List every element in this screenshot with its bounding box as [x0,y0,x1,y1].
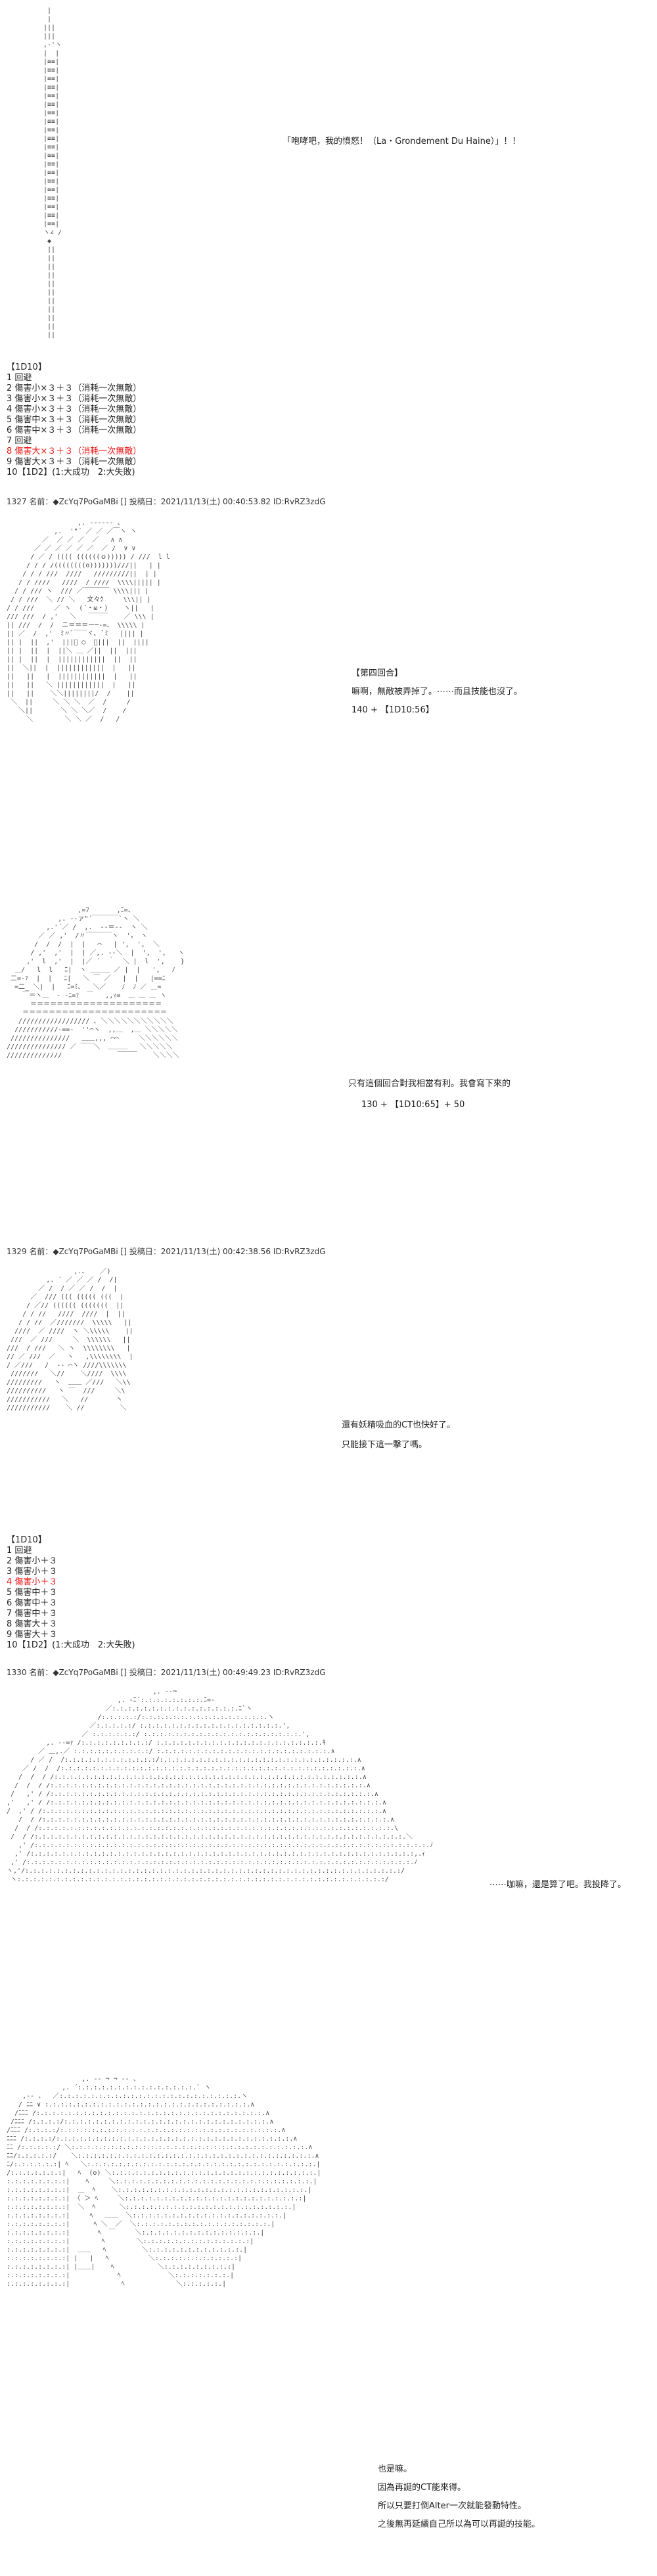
narration-line: 因為再誕的CT能來得。 [378,2483,466,2493]
turn-title: 【第四回合】 [351,668,403,678]
dice-row: 10【1D2】(1:大成功 2:大失敗) [7,1640,135,1650]
attack-shout-text: 「咆哮吧，我的憤怒！（La・Grondement Du Haine）」！！ [283,137,521,146]
dice-roll-result: 140 + 【1D10:56】 [351,705,434,715]
narration-line: 只有這個回合對我相當有利。我會寫下來的 [348,1079,511,1089]
ascii-art-figure-1: | | ||| ||| ,‐'ヽ | | |≡≡| |≡≡| |≡≡| |≡≡|… [43,7,62,339]
post-header-1327: 1327 名前：◆ZcYq7PoGaMBi [] 投稿日：2021/11/13(… [7,497,326,506]
dice-row: 7 傷害中＋３ [7,1609,58,1619]
dice-row: 1 回避 [7,1546,32,1556]
dice-row-highlight: 8 傷害大×３＋３（消耗一次無敵） [7,447,142,456]
narration-line: 所以只要打倒Alter一次就能發動特性。 [378,2501,526,2511]
ascii-art-character-2: ,. --‐‐‐- 、 ,. '"´ ／ ／ ／￣ヽ ヽ ／ ／ ／ ／ ／ ∧… [7,519,170,723]
dice-row: 6 傷害中×３＋３（消耗一次無敵） [7,426,142,435]
dice-row: 5 傷害中×３＋３（消耗一次無敵） [7,415,142,425]
dice-row: 4 傷害小×３＋３（消耗一次無敵） [7,404,142,414]
dice-row: 2 傷害小＋３ [7,1556,58,1566]
dice-row: 【1D10】 [7,1535,47,1545]
narration-line: ⋯⋯咖嘛，還是算了吧。我投降了。 [489,1880,627,1890]
dice-row: 10【1D2】(1:大成功 2:大失敗) [7,468,135,477]
narration-line: 之後無再延續自己所以為可以再誕的技能。 [378,2520,541,2529]
dice-row: 【1D10】 [7,362,47,372]
post-header-1329: 1329 名前：◆ZcYq7PoGaMBi [] 投稿日：2021/11/13(… [7,1247,326,1256]
dice-row: 5 傷害中＋３ [7,1588,58,1598]
dice-row: 7 回避 [7,436,32,446]
narration-line: 也是嘛。 [378,2464,413,2474]
narration-line: 只能接下這一擊了嗎。 [342,1440,428,1450]
narration-line: 還有妖精吸血的CT也快好了。 [342,1420,456,1430]
ascii-art-character-3: ,=ﾌ ,ﾆ=、 ,. --ァ"´￣￣￣￣`ヽ ＼ ,.'´／ / ,. -‐＝… [7,907,185,1059]
dice-row: 9 傷害大×３＋３（消耗一次無敵） [7,457,142,467]
dice-row: 9 傷害大＋３ [7,1630,58,1640]
dice-row: 1 回避 [7,373,32,383]
dice-row: 3 傷害小＋３ [7,1567,58,1577]
dice-row-highlight: 4 傷害小＋３ [7,1577,58,1587]
dice-row: 2 傷害小×３＋３（消耗一次無敵） [7,383,142,393]
ascii-art-character-5: ,. -‐¬ ,. ‐ﾆ´:.:.:.:.:.:.:.:.ﾆ=- ／:.:.:.… [7,1688,434,1883]
narration-line: 嘛啊，無敵被弄掉了。⋯⋯而且技能也沒了。 [351,687,523,697]
dice-table-1: 【1D10】 1 回避 2 傷害小×３＋３（消耗一次無敵） 3 傷害小×３＋３（… [7,362,141,478]
dice-row: 6 傷害中＋３ [7,1598,58,1608]
dice-roll-result: 130 + 【1D10:65】+ 50 [361,1100,465,1110]
ascii-art-character-4: ,.、 ／) ,. ´ ／ ／ ／ / /| ／ / / ／ ／ / / | ／… [7,1268,133,1412]
dice-row: 3 傷害小×３＋３（消耗一次無敵） [7,394,142,404]
ascii-art-character-6: ,. -‐ ¬ ¬ ‐- 、 ,. ´:.:.:.:.:.:.:.:.:.:.:… [7,2076,321,2288]
post-header-1330: 1330 名前：◆ZcYq7PoGaMBi [] 投稿日：2021/11/13(… [7,1668,326,1677]
dice-row: 8 傷害大＋３ [7,1619,58,1629]
dice-table-2: 【1D10】 1 回避 2 傷害小＋３ 3 傷害小＋３ 4 傷害小＋３ 5 傷害… [7,1535,135,1651]
